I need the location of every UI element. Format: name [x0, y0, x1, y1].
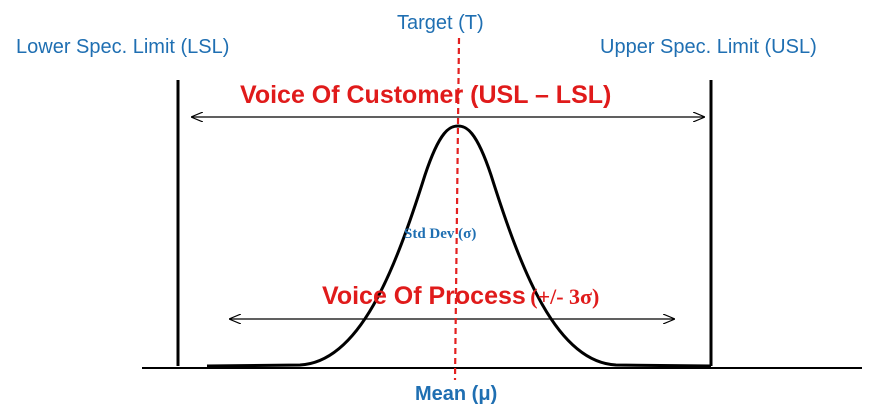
mean-label: Mean (μ)	[415, 383, 498, 405]
voice-of-process-label: Voice Of Process	[322, 282, 526, 310]
target-label: Target (T)	[397, 12, 484, 34]
lsl-label: Lower Spec. Limit (LSL)	[16, 36, 230, 58]
std-dev-label: Std Dev (σ)	[404, 226, 477, 242]
target-line	[453, 37, 461, 381]
voice-of-customer-label: Voice Of Customer (USL – LSL)	[240, 81, 612, 109]
voice-of-process-suffix: (+/- 3σ)	[530, 284, 600, 309]
voice-of-process-group: Voice Of Process (+/- 3σ)	[322, 282, 599, 311]
usl-label: Upper Spec. Limit (USL)	[600, 36, 817, 58]
normal-distribution-curve	[206, 124, 712, 368]
